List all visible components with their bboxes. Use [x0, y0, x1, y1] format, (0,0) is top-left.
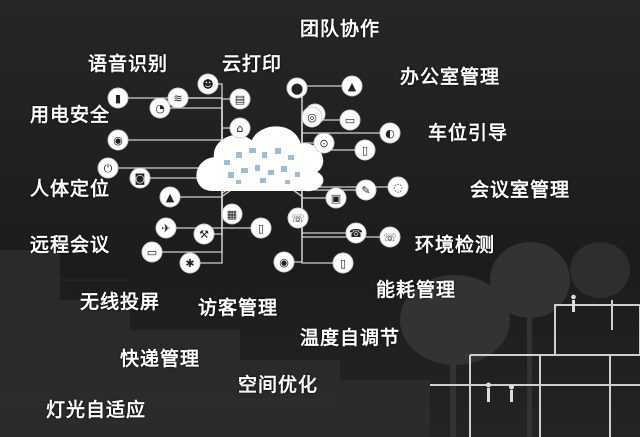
tree-silhouettes: [400, 242, 630, 437]
svg-text:▲: ▲: [166, 191, 175, 204]
label-remote-meeting: 远程会议: [30, 234, 111, 256]
power-icon: ⏻: [97, 157, 119, 179]
building-outline: [430, 300, 640, 437]
lamp-icon: ▲: [159, 186, 181, 208]
monitor-icon: ▭: [339, 109, 361, 131]
svg-text:☻: ☻: [202, 78, 213, 91]
phone-icon: ☏: [287, 207, 309, 229]
router-icon: ⌂: [229, 117, 251, 139]
cloud-hub: [196, 126, 324, 192]
drill-icon: ⚒: [193, 223, 215, 245]
svg-text:⏻: ⏻: [104, 162, 113, 175]
label-temperature-regulation: 温度自调节: [300, 327, 401, 349]
svg-text:▤: ▤: [235, 93, 245, 106]
label-environment-detection: 环境检测: [415, 234, 496, 256]
label-cloud-print: 云打印: [222, 53, 283, 75]
svg-text:◉: ◉: [113, 134, 123, 147]
label-energy-management: 能耗管理: [376, 279, 457, 301]
satellite-icon: ◌: [387, 176, 409, 198]
svg-text:☏: ☏: [383, 231, 397, 244]
label-wireless-projection: 无线投屏: [80, 291, 161, 313]
fan-icon: ✱: [179, 252, 201, 274]
people-silhouettes: [486, 294, 576, 402]
pen-icon: ✎: [355, 179, 377, 201]
watch-icon: ▣: [325, 187, 347, 209]
handset-icon: ☏: [379, 226, 401, 248]
svg-text:▯: ▯: [362, 144, 368, 157]
car-icon: ◐: [379, 122, 401, 144]
desk-phone-icon: ☎: [345, 222, 367, 244]
svg-text:☏: ☏: [291, 212, 305, 225]
label-visitor-management: 访客管理: [198, 297, 279, 319]
bulb-icon: ◉: [107, 129, 129, 151]
label-meeting-room-management: 会议室管理: [470, 179, 571, 201]
svg-text:▦: ▦: [227, 208, 237, 221]
label-express-management: 快递管理: [120, 348, 201, 370]
svg-text:▭: ▭: [147, 246, 157, 259]
tablet2-icon: ▯: [332, 252, 354, 274]
gamepad-icon: ⊙: [313, 132, 335, 154]
svg-text:◔: ◔: [155, 102, 165, 115]
label-team-collab: 团队协作: [300, 18, 381, 40]
robot-icon: ☻: [197, 73, 219, 95]
label-human-positioning: 人体定位: [30, 178, 111, 200]
label-space-optimization: 空间优化: [238, 374, 319, 396]
wifi-icon: ≋: [167, 87, 189, 109]
svg-text:◙: ◙: [135, 172, 146, 185]
svg-text:⌂: ⌂: [237, 122, 244, 135]
flask-icon: ▲: [341, 75, 363, 97]
webcam-icon: ◉: [273, 251, 295, 273]
svg-text:◎: ◎: [307, 111, 317, 124]
device-nodes: ≋▤☻⬤▲◔◉▭◷◐▮⊙▯◙▲◎⏻▣✎◌✈⚒▦▯☏▭◉✱☎☏▯⌂: [97, 73, 409, 274]
tablet-icon: ▯: [250, 217, 272, 239]
svg-text:✱: ✱: [185, 257, 194, 270]
svg-text:▣: ▣: [331, 192, 341, 205]
svg-text:✈: ✈: [161, 222, 170, 235]
camera-icon: ◙: [129, 167, 151, 189]
label-voice-recognition: 语音识别: [88, 53, 169, 75]
svg-text:▲: ▲: [348, 80, 357, 93]
svg-text:☎: ☎: [349, 227, 363, 240]
label-parking-guidance: 车位引导: [428, 122, 509, 144]
city-silhouette: [0, 250, 430, 437]
headset-icon: ◔: [149, 97, 171, 119]
label-office-management: 办公室管理: [400, 66, 501, 88]
svg-text:◌: ◌: [393, 181, 403, 194]
battery-icon: ▯: [354, 139, 376, 161]
label-electric-safety: 用电安全: [30, 104, 111, 126]
label-light-adaptive: 灯光自适应: [46, 399, 147, 421]
svg-text:▭: ▭: [345, 114, 355, 127]
svg-text:≋: ≋: [173, 92, 182, 105]
tv-icon: ▭: [141, 241, 163, 263]
printer-icon: ▤: [229, 88, 251, 110]
svg-text:⊙: ⊙: [319, 137, 328, 150]
washer-icon: ◎: [301, 106, 323, 128]
svg-text:✎: ✎: [361, 184, 370, 197]
svg-text:◉: ◉: [279, 256, 289, 269]
mic-icon: ⬤: [286, 77, 308, 99]
svg-text:◐: ◐: [385, 127, 395, 140]
svg-text:⚒: ⚒: [199, 228, 209, 241]
speaker-icon: ▦: [221, 203, 243, 225]
svg-text:▮: ▮: [115, 92, 121, 105]
svg-text:▯: ▯: [258, 222, 264, 235]
svg-text:⬤: ⬤: [291, 82, 303, 95]
plane-icon: ✈: [155, 217, 177, 239]
plug-icon: ▮: [107, 87, 129, 109]
svg-text:▯: ▯: [340, 257, 346, 270]
